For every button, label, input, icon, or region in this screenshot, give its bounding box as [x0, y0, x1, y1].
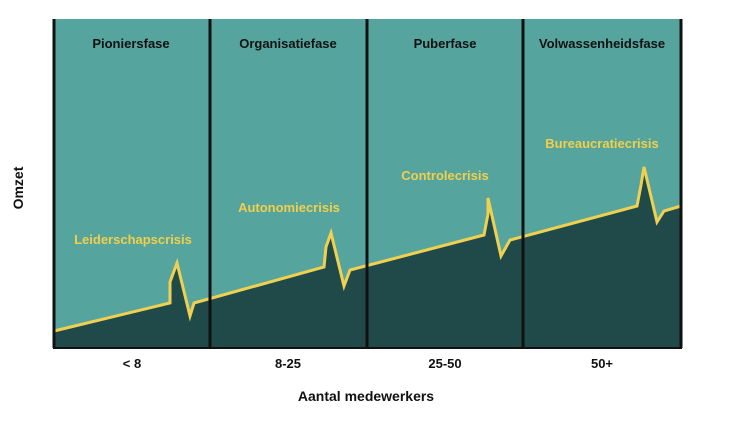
employees-range-label: < 8	[123, 356, 141, 371]
crisis-label-autonomy: Autonomiecrisis	[238, 200, 340, 215]
x-axis-title: Aantal medewerkers	[298, 388, 434, 404]
employees-range-label: 8-25	[275, 356, 301, 371]
growth-line	[53, 166, 682, 333]
employees-range-label: 25-50	[428, 356, 461, 371]
crisis-label-control: Controlecrisis	[401, 168, 488, 183]
y-axis-title: Omzet	[10, 166, 26, 209]
crisis-label-leadership: Leiderschapscrisis	[74, 232, 192, 247]
phase-title-pioneer: Pioniersfase	[92, 36, 169, 51]
phase-title-maturity: Volwassenheidsfase	[539, 36, 665, 51]
crisis-label-bureaucracy: Bureaucratiecrisis	[545, 136, 658, 151]
employees-range-label: 50+	[591, 356, 613, 371]
phase-title-organisation: Organisatiefase	[239, 36, 337, 51]
phase-title-puberty: Puberfase	[414, 36, 477, 51]
